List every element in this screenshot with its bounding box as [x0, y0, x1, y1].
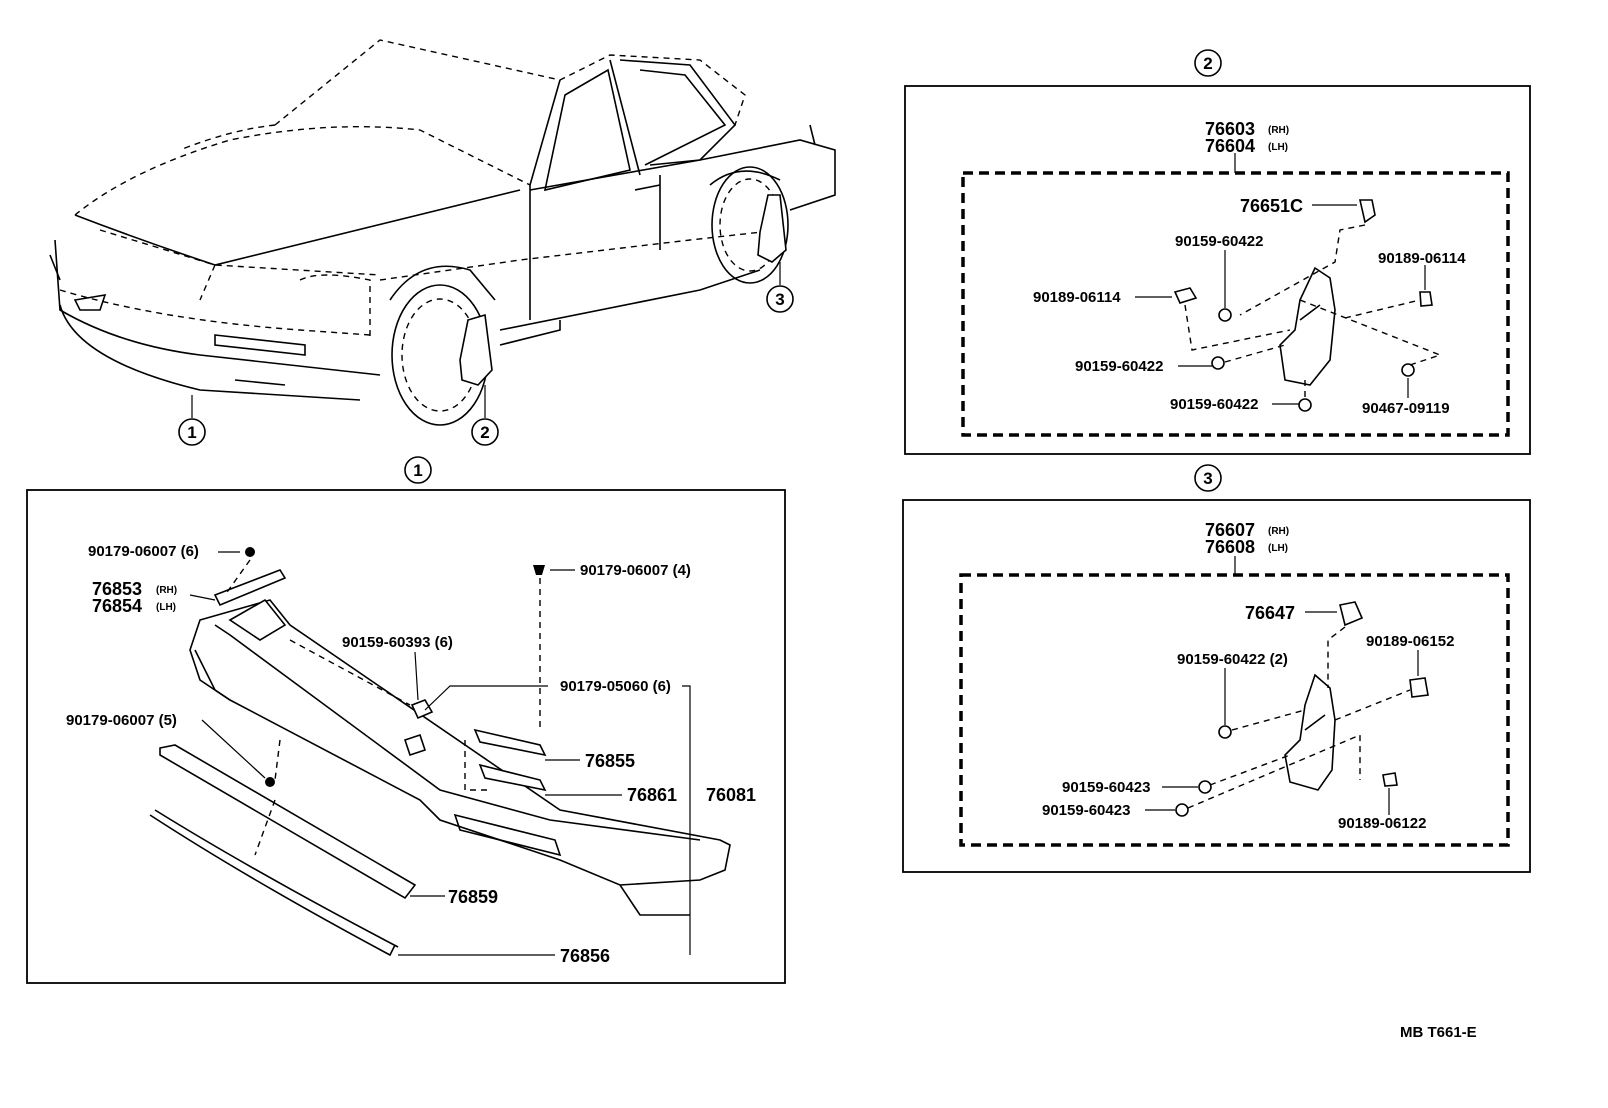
callout-3-marker	[766, 285, 794, 313]
label-90189-06122: 90189-06122	[1338, 815, 1426, 832]
label-76608-lh: (LH)	[1268, 543, 1288, 554]
label-90179-06007-5: 90179-06007 (5)	[66, 712, 177, 729]
car-overview-illustration	[49, 39, 836, 426]
label-76603-rh: (RH)	[1268, 125, 1289, 136]
label-76604: 76604	[1205, 136, 1255, 156]
front-bumper-illustration	[149, 547, 731, 957]
label-76853-rh: (RH)	[156, 585, 177, 596]
callout-3-text: 3	[775, 290, 784, 309]
section-3-marker-text: 3	[1203, 469, 1212, 488]
label-90159-60422-c: 90159-60422	[1170, 396, 1258, 413]
label-90189-06152: 90189-06152	[1366, 633, 1454, 650]
label-76855: 76855	[585, 751, 635, 771]
callout-2-text: 2	[480, 423, 489, 442]
label-76854: 76854	[92, 596, 142, 616]
label-76647: 76647	[1245, 603, 1295, 623]
label-76651c: 76651C	[1240, 196, 1303, 216]
label-90179-06007-4: 90179-06007 (4)	[580, 562, 691, 579]
label-90189-06114-a: 90189-06114	[1033, 289, 1121, 306]
label-90179-06007-6: 90179-06007 (6)	[88, 543, 199, 560]
label-76856: 76856	[560, 946, 610, 966]
section-3-frame	[902, 499, 1531, 873]
label-90189-06114-b: 90189-06114	[1378, 250, 1466, 267]
section-1-marker	[404, 456, 432, 484]
front-mud-flap-illustration	[1173, 199, 1443, 412]
label-90159-60423-a: 90159-60423	[1062, 779, 1150, 796]
label-76081: 76081	[706, 785, 756, 805]
nut-icon	[245, 547, 255, 557]
section-2-marker	[1194, 49, 1222, 77]
section-1-frame	[26, 489, 786, 984]
label-76603: 76603	[1205, 119, 1255, 139]
diagram-code: MB T661-E	[1400, 1024, 1477, 1041]
section-2-frame	[904, 85, 1531, 455]
rear-mud-flap-illustration	[1175, 601, 1429, 817]
clip-icon	[1339, 601, 1364, 627]
label-90179-05060-6: 90179-05060 (6)	[560, 678, 671, 695]
label-76607: 76607	[1205, 520, 1255, 540]
section-1-marker-text: 1	[413, 461, 422, 480]
label-76608: 76608	[1205, 537, 1255, 557]
label-90159-60423-b: 90159-60423	[1042, 802, 1130, 819]
label-90159-60422-2: 90159-60422 (2)	[1177, 651, 1288, 668]
label-76604-lh: (LH)	[1268, 142, 1288, 153]
label-90467-09119: 90467-09119	[1362, 400, 1450, 417]
label-76854-lh: (LH)	[156, 602, 176, 613]
label-76859: 76859	[448, 887, 498, 907]
label-90159-60422-b: 90159-60422	[1075, 358, 1163, 375]
label-76853: 76853	[92, 579, 142, 599]
label-90159-60422-a: 90159-60422	[1175, 233, 1263, 250]
callout-1-text: 1	[187, 423, 196, 442]
clip-icon	[1358, 199, 1376, 224]
section-3-marker	[1194, 464, 1222, 492]
section-2-marker-text: 2	[1203, 54, 1212, 73]
label-90159-60393-6: 90159-60393 (6)	[342, 634, 453, 651]
callout-1-marker	[178, 418, 206, 446]
label-76861: 76861	[627, 785, 677, 805]
label-76607-rh: (RH)	[1268, 526, 1289, 537]
callout-2-marker	[471, 418, 499, 446]
